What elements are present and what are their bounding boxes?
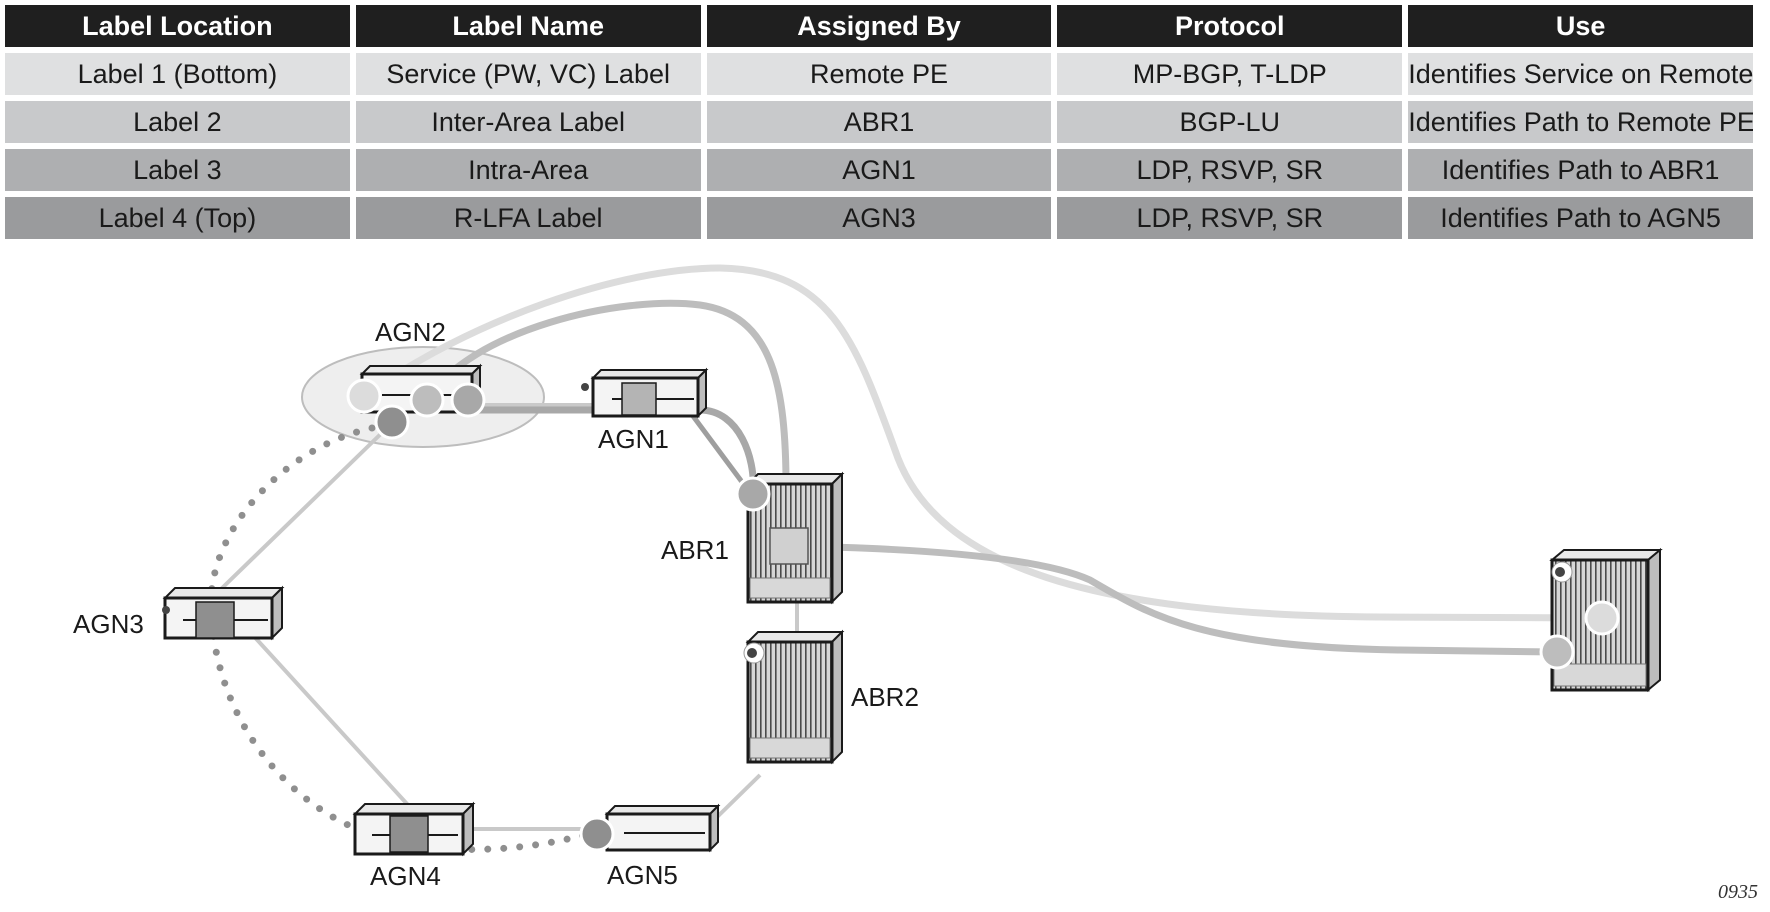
cell-protocol: BGP-LU bbox=[1057, 101, 1403, 143]
agn3-label: AGN3 bbox=[73, 609, 144, 639]
abr2-device bbox=[743, 629, 845, 765]
figure-id: 0935 bbox=[1718, 881, 1758, 903]
header-protocol: Protocol bbox=[1057, 5, 1403, 47]
agn3-device bbox=[162, 585, 285, 641]
remote-pe-device bbox=[1549, 547, 1663, 693]
physical-links bbox=[216, 403, 799, 831]
agn4-label: AGN4 bbox=[370, 861, 441, 891]
cell-label-location: Label 4 (Top) bbox=[5, 197, 350, 239]
cell-label-location: Label 1 (Bottom) bbox=[5, 53, 350, 95]
cell-assigned-by: Remote PE bbox=[706, 53, 1052, 95]
cell-use: Identifies Path to AGN5 bbox=[1408, 197, 1753, 239]
inter-area-endpoint-remote-pe bbox=[1539, 634, 1575, 670]
agn1-abr1-link bbox=[687, 410, 748, 488]
cell-use: Identifies Path to Remote PE bbox=[1408, 101, 1753, 143]
link-agn3-agn2 bbox=[216, 423, 392, 594]
cell-use: Identifies Service on Remote PE bbox=[1408, 53, 1753, 95]
label-table: Label Location Label Name Assigned By Pr… bbox=[0, 0, 1759, 245]
table-row: Label 1 (Bottom) Service (PW, VC) Label … bbox=[5, 53, 1753, 95]
agn4-device bbox=[352, 801, 476, 857]
cell-label-location: Label 3 bbox=[5, 149, 350, 191]
link-agn5-abr2 bbox=[710, 773, 762, 824]
service-endpoint-agn2 bbox=[346, 378, 382, 414]
abr1-label: ABR1 bbox=[661, 535, 729, 565]
agn1-device bbox=[581, 367, 709, 419]
header-label-name: Label Name bbox=[355, 5, 701, 47]
cell-protocol: LDP, RSVP, SR bbox=[1057, 149, 1403, 191]
intra-area-endpoint-agn2 bbox=[450, 382, 486, 418]
header-use: Use bbox=[1408, 5, 1753, 47]
inter-area-path-agn2 bbox=[424, 299, 790, 479]
cell-assigned-by: AGN3 bbox=[706, 197, 1052, 239]
rlfa-endpoint-agn5 bbox=[579, 816, 615, 852]
agn1-label: AGN1 bbox=[598, 424, 669, 454]
table-row: Label 3 Intra-Area AGN1 LDP, RSVP, SR Id… bbox=[5, 149, 1753, 191]
intra-area-endpoint-abr1 bbox=[735, 476, 771, 512]
cell-use: Identifies Path to ABR1 bbox=[1408, 149, 1753, 191]
cell-label-name: Service (PW, VC) Label bbox=[355, 53, 701, 95]
cell-label-location: Label 2 bbox=[5, 101, 350, 143]
cell-label-name: R-LFA Label bbox=[355, 197, 701, 239]
table-row: Label 2 Inter-Area Label ABR1 BGP-LU Ide… bbox=[5, 101, 1753, 143]
inter-area-path-remote bbox=[789, 542, 1558, 656]
table-row: Label 4 (Top) R-LFA Label AGN3 LDP, RSVP… bbox=[5, 197, 1753, 239]
agn5-label: AGN5 bbox=[607, 860, 678, 890]
cell-protocol: MP-BGP, T-LDP bbox=[1057, 53, 1403, 95]
table-header-row: Label Location Label Name Assigned By Pr… bbox=[5, 5, 1753, 47]
cell-label-name: Intra-Area bbox=[355, 149, 701, 191]
cell-label-name: Inter-Area Label bbox=[355, 101, 701, 143]
cell-protocol: LDP, RSVP, SR bbox=[1057, 197, 1403, 239]
abr2-label: ABR2 bbox=[851, 682, 919, 712]
rlfa-endpoint-agn2 bbox=[374, 404, 410, 440]
inter-area-endpoint-agn2 bbox=[409, 382, 445, 418]
cell-assigned-by: AGN1 bbox=[706, 149, 1052, 191]
header-assigned-by: Assigned By bbox=[706, 5, 1052, 47]
service-endpoint-remote-pe bbox=[1584, 600, 1620, 636]
label-endpoints bbox=[346, 378, 1620, 852]
header-label-location: Label Location bbox=[5, 5, 350, 47]
agn5-device bbox=[604, 803, 721, 853]
agn2-label: AGN2 bbox=[375, 317, 446, 347]
cell-assigned-by: ABR1 bbox=[706, 101, 1052, 143]
link-agn3-agn4 bbox=[248, 630, 410, 807]
